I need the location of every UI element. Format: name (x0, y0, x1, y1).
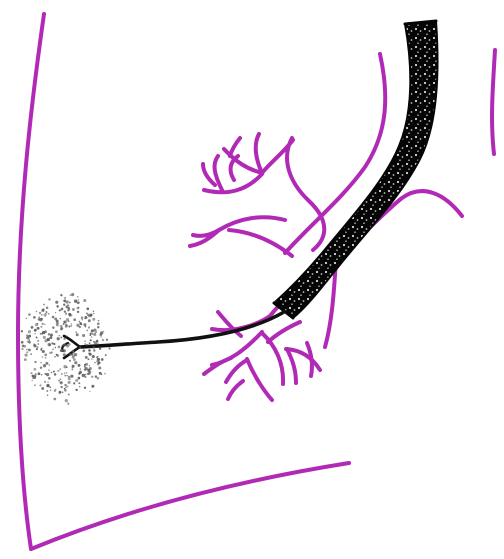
peripheral-lesion (21, 293, 111, 405)
upper-bronchial-branches (190, 134, 324, 256)
diaphragm-outline (31, 463, 349, 549)
bronchoscope (274, 21, 438, 318)
right-edge-fragment (492, 50, 495, 154)
lower-bronchial-branches (204, 312, 320, 400)
chest-wall-outline (18, 14, 44, 549)
